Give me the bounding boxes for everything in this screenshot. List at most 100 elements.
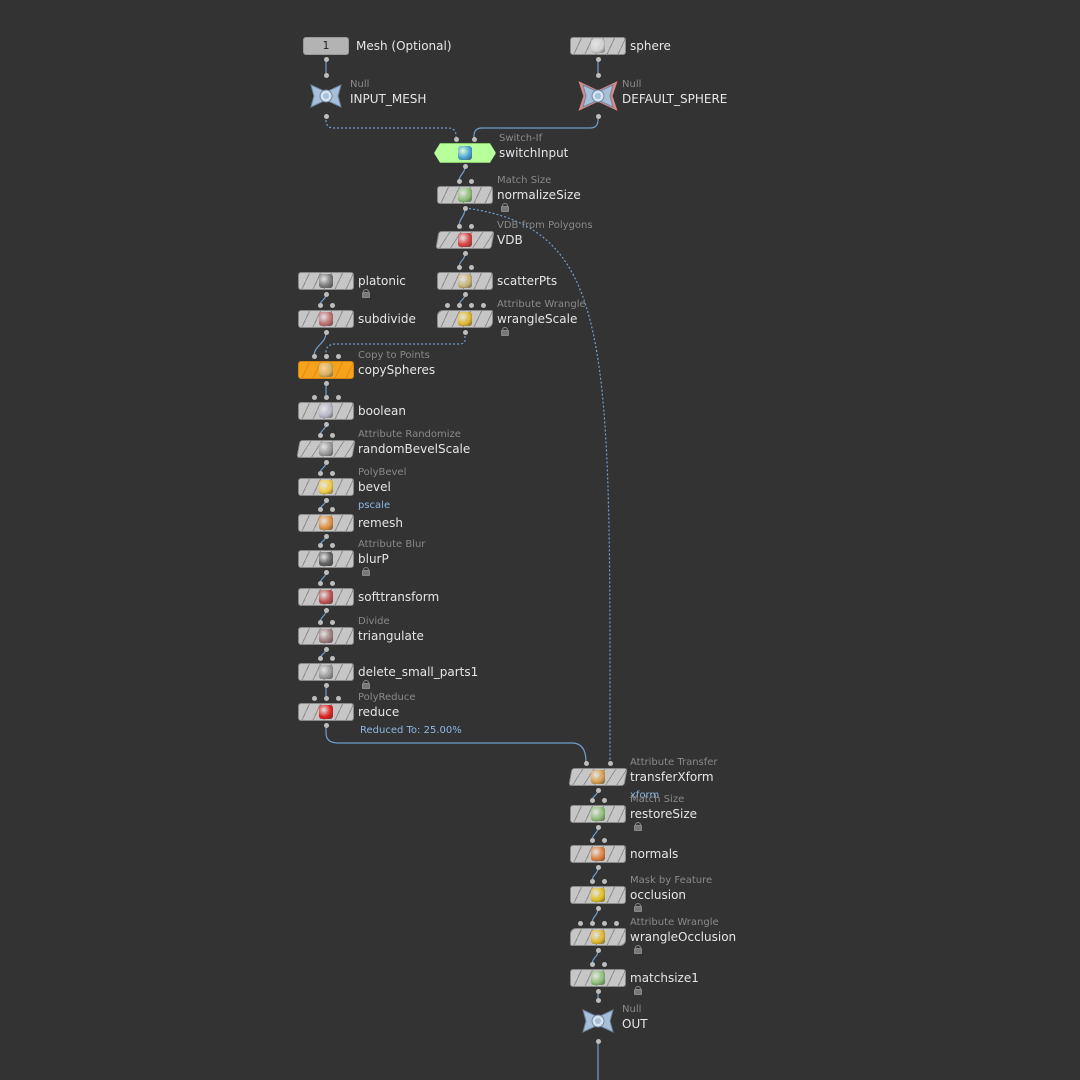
input-port[interactable] bbox=[444, 303, 450, 308]
input-port[interactable] bbox=[456, 224, 462, 229]
node-platonic[interactable]: platonic bbox=[298, 272, 406, 298]
input-port[interactable] bbox=[589, 838, 595, 843]
output-port[interactable] bbox=[462, 164, 468, 169]
input-port[interactable] bbox=[480, 303, 486, 308]
node-delete-small-parts1[interactable]: delete_small_parts1 bbox=[298, 656, 478, 689]
node-normals[interactable]: normals bbox=[570, 838, 678, 870]
input-port[interactable] bbox=[583, 761, 589, 766]
input-port[interactable] bbox=[601, 879, 607, 884]
node-matchsize1[interactable]: matchsize1 bbox=[570, 962, 699, 995]
input-port[interactable] bbox=[317, 507, 323, 512]
input-port[interactable] bbox=[323, 395, 329, 400]
input-port[interactable] bbox=[317, 433, 323, 438]
input-port[interactable] bbox=[323, 696, 329, 701]
input-port[interactable] bbox=[317, 471, 323, 476]
input-port[interactable] bbox=[601, 962, 607, 967]
output-port[interactable] bbox=[595, 989, 601, 994]
input-port[interactable] bbox=[468, 224, 474, 229]
input-port[interactable] bbox=[589, 879, 595, 884]
input-port[interactable] bbox=[468, 265, 474, 270]
output-port[interactable] bbox=[323, 608, 329, 613]
input-port[interactable] bbox=[453, 137, 459, 142]
input-port[interactable] bbox=[317, 620, 323, 625]
node-sphere[interactable]: sphere bbox=[570, 37, 671, 62]
output-port[interactable] bbox=[595, 906, 601, 911]
input-port[interactable] bbox=[589, 962, 595, 967]
output-port[interactable] bbox=[595, 114, 601, 119]
input-port[interactable] bbox=[607, 761, 613, 766]
input-port[interactable] bbox=[589, 921, 595, 926]
output-port[interactable] bbox=[462, 251, 468, 256]
output-port[interactable] bbox=[595, 57, 601, 62]
input-port[interactable] bbox=[317, 656, 323, 661]
input-port[interactable] bbox=[468, 179, 474, 184]
output-port[interactable] bbox=[323, 57, 329, 62]
output-port[interactable] bbox=[323, 534, 329, 539]
node-softtransform[interactable]: softtransform bbox=[298, 581, 439, 613]
input-port[interactable] bbox=[329, 303, 335, 308]
input-port[interactable] bbox=[329, 543, 335, 548]
input-port[interactable] bbox=[601, 798, 607, 803]
output-port[interactable] bbox=[323, 647, 329, 652]
input-port[interactable] bbox=[577, 921, 583, 926]
input-port[interactable] bbox=[317, 543, 323, 548]
node-remesh[interactable]: remesh bbox=[298, 507, 403, 539]
input-port[interactable] bbox=[329, 656, 335, 661]
input-port[interactable] bbox=[329, 471, 335, 476]
input-port[interactable] bbox=[323, 73, 329, 78]
output-port[interactable] bbox=[323, 422, 329, 427]
output-port[interactable] bbox=[595, 825, 601, 830]
output-port[interactable] bbox=[595, 865, 601, 870]
input-port[interactable] bbox=[329, 620, 335, 625]
output-port[interactable] bbox=[323, 114, 329, 119]
output-port[interactable] bbox=[323, 292, 329, 297]
input-port[interactable] bbox=[456, 179, 462, 184]
output-port[interactable] bbox=[595, 1039, 601, 1044]
input-port[interactable] bbox=[323, 354, 329, 359]
output-port[interactable] bbox=[323, 498, 329, 503]
output-port[interactable] bbox=[323, 381, 329, 386]
input-port[interactable] bbox=[335, 696, 341, 701]
input-port[interactable] bbox=[311, 395, 317, 400]
input-port[interactable] bbox=[456, 303, 462, 308]
input-port[interactable] bbox=[589, 798, 595, 803]
output-port[interactable] bbox=[462, 292, 468, 297]
input-port[interactable] bbox=[329, 581, 335, 586]
input-port[interactable] bbox=[329, 433, 335, 438]
input-port[interactable] bbox=[595, 73, 601, 78]
input-port[interactable] bbox=[335, 395, 341, 400]
node-scatter-pts[interactable]: scatterPts bbox=[437, 265, 557, 297]
output-port[interactable] bbox=[323, 723, 329, 728]
input-port[interactable] bbox=[601, 838, 607, 843]
output-port[interactable] bbox=[595, 788, 601, 793]
output-port[interactable] bbox=[595, 948, 601, 953]
output-port[interactable] bbox=[323, 460, 329, 465]
node-subdivide[interactable]: subdivide bbox=[298, 303, 416, 335]
output-port[interactable] bbox=[323, 683, 329, 688]
input-port[interactable] bbox=[311, 696, 317, 701]
output-port[interactable] bbox=[323, 330, 329, 335]
node-boolean[interactable]: boolean bbox=[298, 395, 406, 427]
input-port[interactable] bbox=[311, 354, 317, 359]
input-port[interactable] bbox=[613, 921, 619, 926]
input-port[interactable] bbox=[317, 581, 323, 586]
input-port[interactable] bbox=[595, 998, 601, 1003]
input-port[interactable] bbox=[468, 303, 474, 308]
input-port[interactable] bbox=[317, 303, 323, 308]
